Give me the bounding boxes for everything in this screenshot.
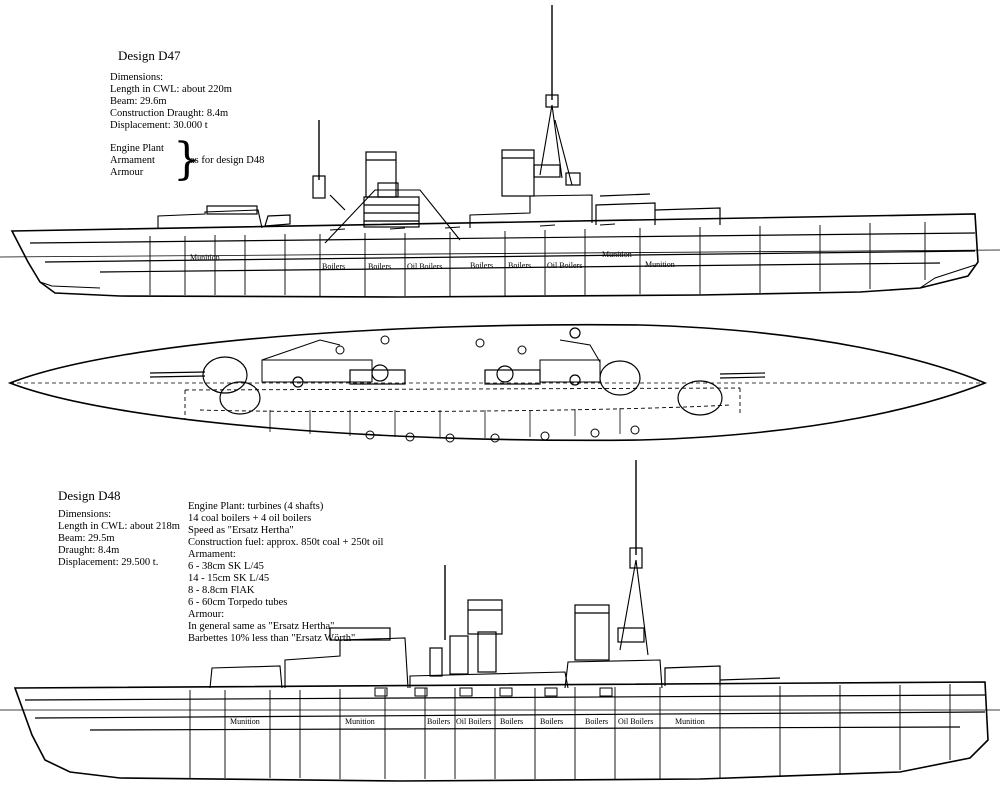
d47-label-oil-boilers-2: Oil Boilers (547, 261, 582, 270)
d48-engine-line: 8 - 8.8cm FlAK (188, 585, 255, 596)
d48-engine-line: Barbettes 10% less than "Ersatz Wörth" (188, 633, 356, 644)
d48-label-munition-3: Munition (675, 717, 705, 726)
d48-spec-line: Length in CWL: about 218m (58, 521, 180, 532)
d47-spec-line: Displacement: 30.000 t (110, 120, 208, 131)
d47-ref-line: Armament (110, 155, 155, 166)
curly-brace-icon: } (173, 134, 201, 185)
d47-label-boilers-2: Boilers (368, 262, 391, 271)
d47-label-oil-boilers-1: Oil Boilers (407, 262, 442, 271)
d48-engine-line: In general same as "Ersatz Hertha" (188, 621, 335, 632)
d47-spec-line: Construction Draught: 8.4m (110, 108, 229, 119)
d48-engine-line: Construction fuel: approx. 850t coal + 2… (188, 537, 384, 548)
plan-view (7, 323, 988, 443)
d48-engine-line: Speed as "Ersatz Hertha" (188, 525, 294, 536)
d48-engine-line: 6 - 38cm SK L/45 (188, 561, 264, 572)
d47-ref-line: Armour (110, 167, 144, 178)
d48-engine-line: Armour: (188, 609, 225, 620)
d48-label-boilers-2: Boilers (500, 717, 523, 726)
d48-label-munition-2: Munition (345, 717, 375, 726)
d47-label-munition-2: Munition (602, 250, 632, 259)
d48-bulkheads (189, 684, 951, 779)
d48-spec-line: Dimensions: (58, 509, 112, 520)
d47-title: Design D47 (118, 48, 181, 63)
d48-label-oil-boilers-2: Oil Boilers (618, 717, 653, 726)
d48-spec-line: Displacement: 29.500 t. (58, 557, 159, 568)
d47-spec-line: Length in CWL: about 220m (110, 84, 232, 95)
d47-label-boilers-1: Boilers (322, 262, 345, 271)
d47-label-boilers-3: Boilers (470, 261, 493, 270)
d48-engine-line: Armament: (188, 549, 236, 560)
d47-label-boilers-4: Boilers (508, 261, 531, 270)
d48-engine-line: 6 - 60cm Torpedo tubes (188, 597, 288, 608)
d47-ref-line: Engine Plant (110, 143, 164, 154)
d48-label-boilers-3: Boilers (540, 717, 563, 726)
d48-engine-line: Engine Plant: turbines (4 shafts) (188, 501, 324, 512)
d47-spec-line: Beam: 29.6m (110, 96, 167, 107)
d48-engine-line: 14 coal boilers + 4 oil boilers (188, 513, 312, 524)
d48-label-oil-boilers-1: Oil Boilers (456, 717, 491, 726)
d47-label-munition-1: Munition (190, 253, 220, 262)
d47-bulkheads (149, 222, 926, 296)
d48-label-boilers-1: Boilers (427, 717, 450, 726)
d48-title: Design D48 (58, 488, 121, 503)
d48-label-boilers-4: Boilers (585, 717, 608, 726)
d47-side-profile: Munition Boilers Boilers Oil Boilers Boi… (0, 5, 1000, 298)
d47-spec-line: Dimensions: (110, 72, 164, 83)
d47-label-munition-3: Munition (645, 260, 675, 269)
d47-ref-note: as for design D48 (190, 155, 265, 166)
d48-engine-line: 14 - 15cm SK L/45 (188, 573, 270, 584)
d48-spec-line: Beam: 29.5m (58, 533, 115, 544)
d48-label-munition-1: Munition (230, 717, 260, 726)
d48-side-profile: Munition Munition Boilers Oil Boilers Bo… (0, 460, 1000, 782)
d48-spec-line: Draught: 8.4m (58, 545, 120, 556)
